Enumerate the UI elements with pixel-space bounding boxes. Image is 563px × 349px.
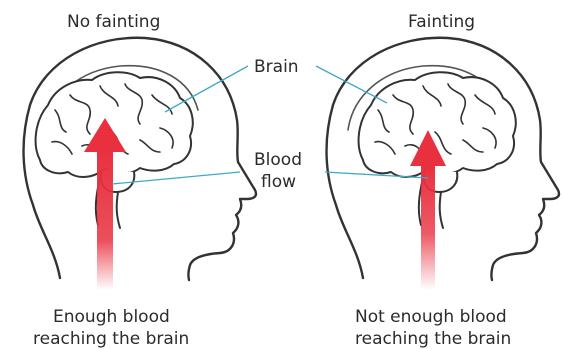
left-brain-outline [36,72,193,177]
brain-leader-right [316,66,387,103]
left-caption-line2: reaching the brain [33,328,189,349]
right-caption-line2: reaching the brain [355,328,511,349]
left-panel-title: No fainting [67,11,160,33]
blood-flow-label-line2: flow [261,171,296,193]
brain-leader-left [165,66,248,112]
right-caption-line1: Not enough blood [355,306,507,328]
brain-label: Brain [254,56,299,78]
right-panel-title: Fainting [408,11,475,33]
right-arrow-shaft [421,164,435,290]
left-arrow-shaft [97,148,113,290]
left-caption-line1: Enough blood [53,306,170,328]
blood-flow-label-line1: Blood [254,149,302,171]
left-blood-flow-arrow [84,118,126,290]
